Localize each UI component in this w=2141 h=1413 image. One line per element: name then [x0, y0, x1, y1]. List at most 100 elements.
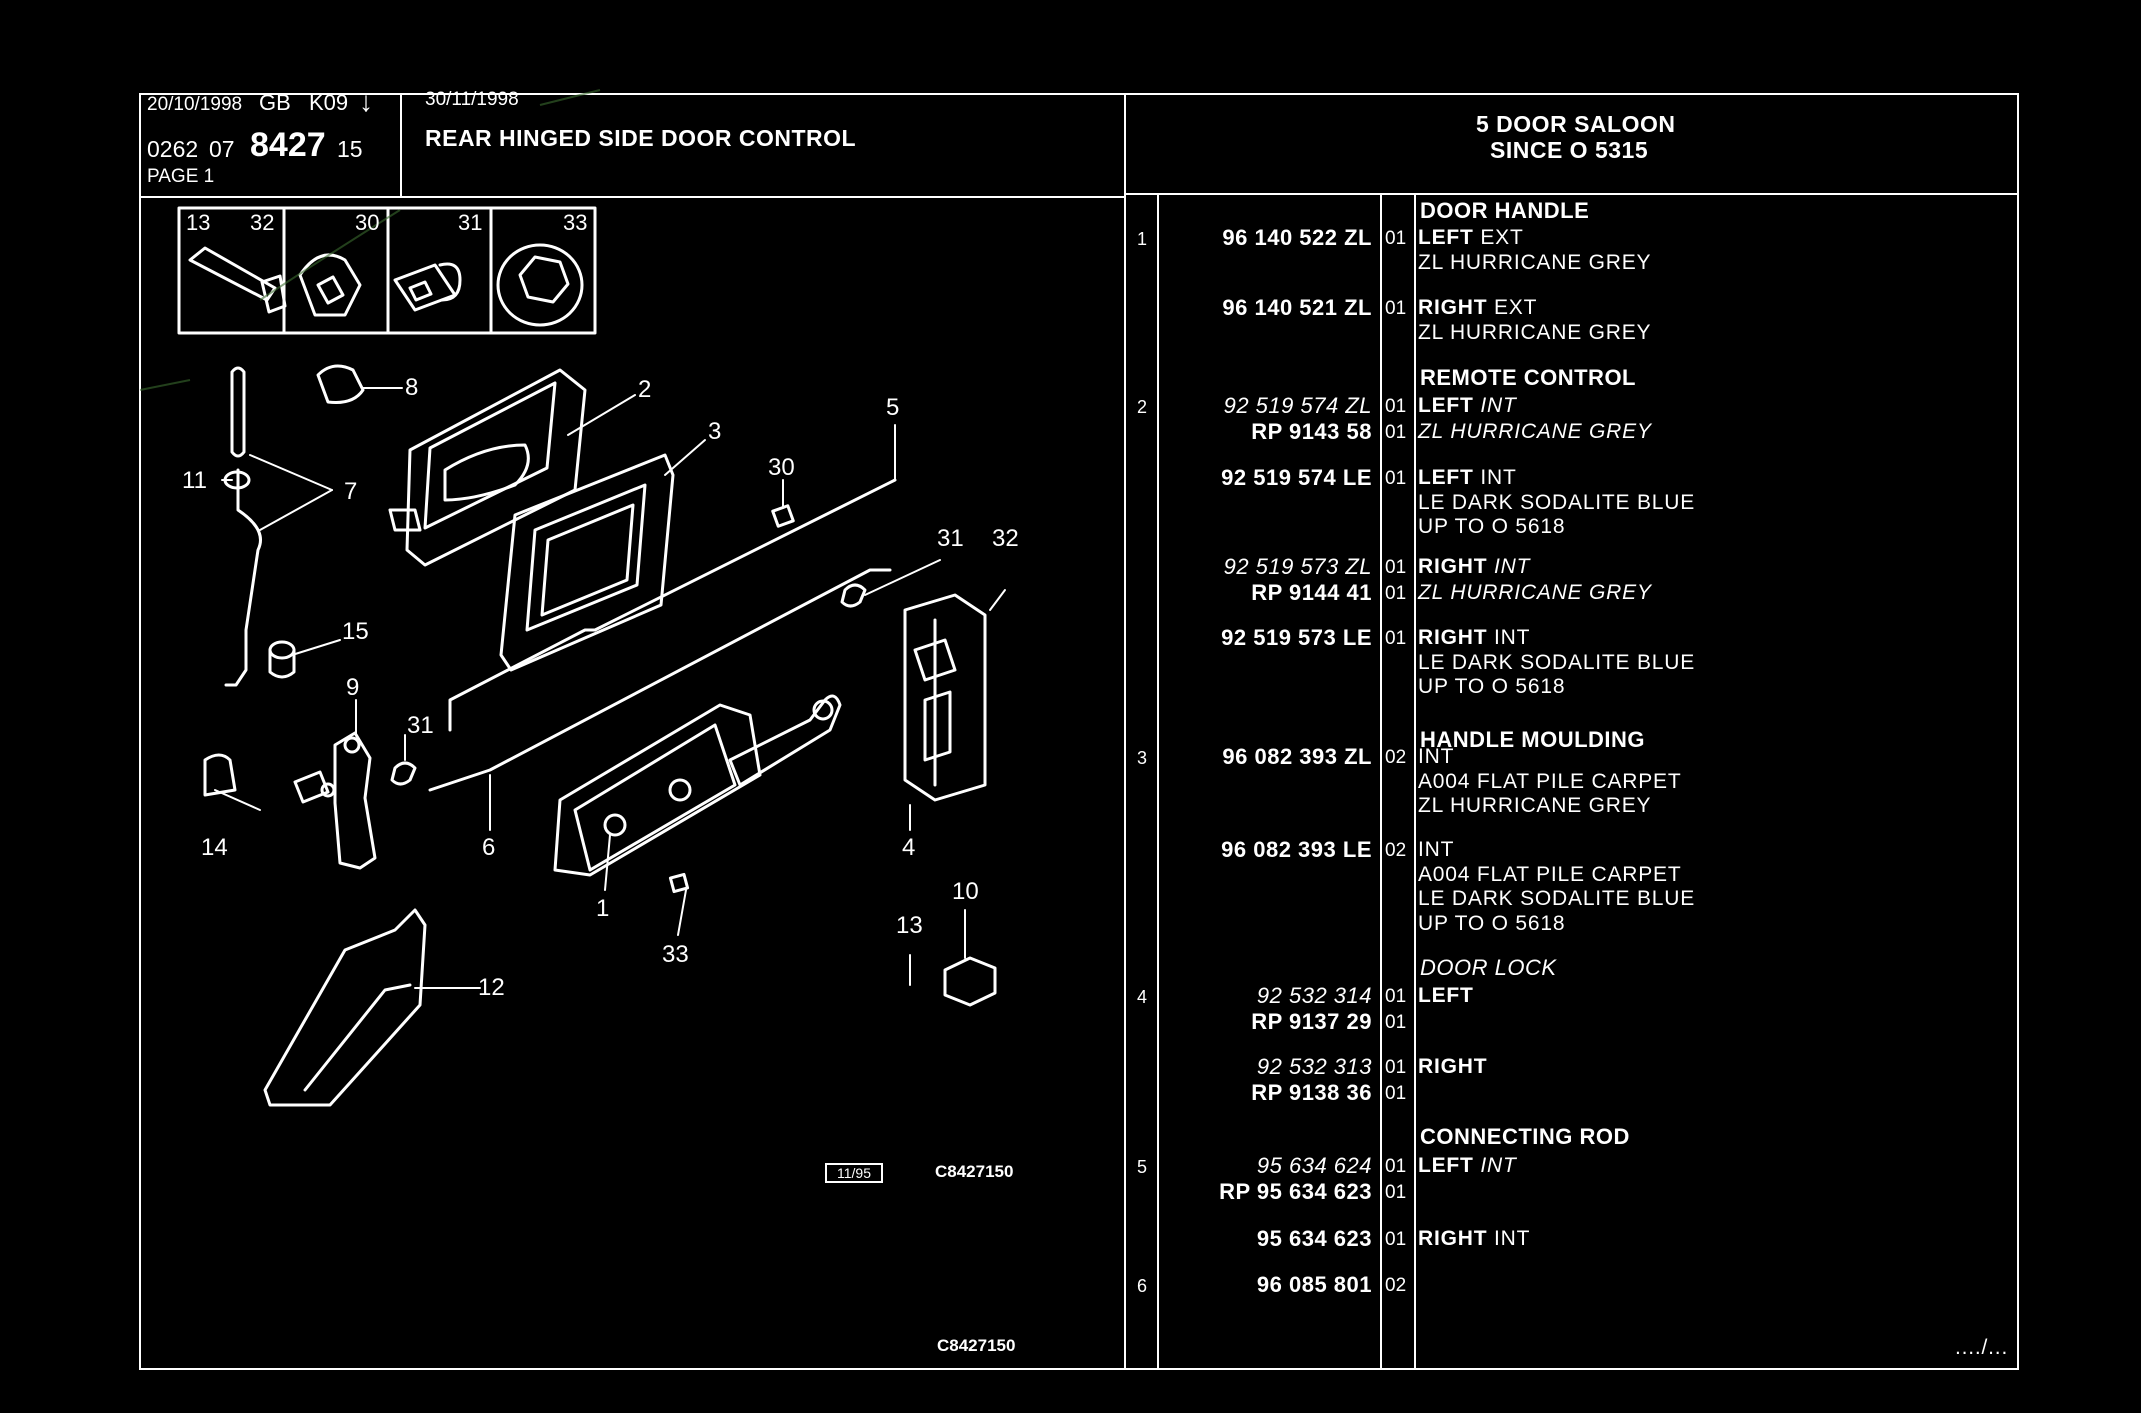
ref-number: 6	[1137, 1276, 1148, 1296]
part-description: UP TO O 5618	[1418, 515, 1566, 538]
ref-number: 2	[1137, 397, 1148, 417]
callout-32: 32	[992, 525, 1019, 552]
qty-column-right	[1414, 194, 1416, 1370]
rod-7-icon	[223, 366, 262, 687]
callout-6: 6	[482, 834, 496, 861]
nut-thumb-icon	[496, 243, 584, 327]
part-description: LE DARK SODALITE BLUE	[1418, 490, 1696, 514]
continuation-mark: ..../...	[1955, 1336, 2009, 1359]
center-divider	[1124, 93, 1126, 1370]
clip-thumb-icon	[298, 253, 362, 317]
part-description: INT	[1418, 745, 1455, 768]
part-number: 96 140 522 ZL	[1222, 225, 1372, 250]
part-description: LEFT INT	[1418, 394, 1517, 417]
ref-number: 1	[1137, 229, 1148, 249]
quantity: 02	[1385, 840, 1407, 861]
ref-number: 3	[1137, 748, 1148, 768]
quantity: 01	[1385, 1083, 1407, 1104]
part-description: UP TO O 5618	[1418, 911, 1566, 935]
part-number: 92 532 314	[1256, 983, 1372, 1008]
header-left-divider	[400, 93, 402, 197]
header-prefix2: 07	[209, 136, 235, 162]
header-date2: 30/11/1998	[425, 89, 519, 110]
quantity: 01	[1385, 1057, 1407, 1078]
callout-3: 3	[708, 418, 722, 445]
part-number: RP 9138 36	[1251, 1080, 1372, 1105]
quantity: 01	[1385, 628, 1407, 649]
part-description: ZL HURRICANE GREY	[1418, 320, 1652, 344]
quantity: 01	[1385, 1182, 1407, 1203]
handle-moulding-3-icon	[499, 453, 675, 672]
part-description: LEFT	[1418, 984, 1474, 1007]
quantity: 01	[1385, 396, 1407, 417]
rod-5-icon	[448, 478, 897, 732]
header-prefix1: 0262	[147, 136, 199, 162]
part-number: 92 519 573 LE	[1221, 625, 1372, 650]
rod-6-icon	[428, 568, 892, 792]
model-line-2: SINCE O 5315	[1490, 137, 1649, 163]
page-label: PAGE 1	[147, 166, 215, 187]
callout-12: 12	[478, 974, 505, 1001]
quantity: 01	[1385, 986, 1407, 1007]
part-number: 95 634 623	[1256, 1226, 1372, 1251]
header-country: GB	[259, 90, 291, 115]
part-description: RIGHT INT	[1418, 626, 1531, 649]
quantity: 01	[1385, 557, 1407, 578]
category-heading: REMOTE CONTROL	[1420, 365, 1636, 390]
bolt-thumb-icon	[188, 246, 287, 314]
door-handle-1-icon	[553, 694, 842, 877]
quantity: 01	[1385, 1156, 1407, 1177]
part-description: LE DARK SODALITE BLUE	[1418, 650, 1696, 674]
part-number: 92 519 573 ZL	[1223, 554, 1372, 579]
callout-8: 8	[405, 374, 419, 401]
header-divider-right	[1124, 193, 2019, 195]
part-number: RP 9137 29	[1251, 1009, 1372, 1034]
scan-artifact-marks	[139, 89, 601, 391]
part-description: INT	[1418, 838, 1455, 861]
part-number: 95 634 624	[1256, 1153, 1372, 1178]
callout-30: 30	[768, 454, 795, 481]
part-number: 96 082 393 LE	[1221, 837, 1372, 862]
clip-30-icon	[771, 504, 795, 528]
quantity: 01	[1385, 1012, 1407, 1033]
part-description: A004 FLAT PILE CARPET	[1418, 862, 1682, 886]
callout-4: 4	[902, 834, 916, 861]
door-lock-4-icon	[903, 593, 987, 802]
part-number: RP 9144 41	[1251, 580, 1372, 605]
part-description: RIGHT INT	[1418, 555, 1531, 578]
clip-31-lower-icon	[390, 761, 417, 786]
cover-12-icon	[263, 908, 427, 1107]
door-handle-2-icon	[388, 368, 587, 567]
callout-33: 33	[662, 941, 689, 968]
clip-10-icon	[943, 956, 997, 1007]
category-heading: HANDLE MOULDING	[1420, 727, 1646, 752]
thumb-label-31: 31	[458, 210, 483, 235]
quantity: 01	[1385, 298, 1407, 319]
page-title: REAR HINGED SIDE DOOR CONTROL	[425, 125, 857, 151]
part-number: RP 9143 58	[1251, 419, 1372, 444]
part-description: LE DARK SODALITE BLUE	[1418, 887, 1696, 910]
part-description: RIGHT EXT	[1418, 296, 1538, 319]
quantity: 02	[1385, 1275, 1407, 1296]
date-stamp: 11/95	[825, 1163, 883, 1183]
part-description: LEFT INT	[1418, 1154, 1517, 1177]
callout-11: 11	[182, 467, 207, 494]
page-frame	[139, 93, 2019, 1370]
part-number: 96 082 393 ZL	[1222, 744, 1372, 769]
part-number: 92 519 574 ZL	[1223, 393, 1372, 418]
quantity: 01	[1385, 422, 1407, 443]
part-description: LEFT EXT	[1418, 226, 1524, 249]
header-suffix: 15	[337, 136, 363, 162]
ref-number: 5	[1137, 1157, 1148, 1177]
quantity: 01	[1385, 583, 1407, 604]
category-heading: DOOR LOCK	[1420, 955, 1557, 980]
part-description: ZL HURRICANE GREY	[1418, 250, 1652, 274]
quantity: 02	[1385, 747, 1407, 768]
callout-10: 10	[952, 878, 979, 905]
thumb-label-13: 13	[186, 210, 211, 235]
callout-15: 15	[342, 618, 369, 645]
part-number: RP 95 634 623	[1219, 1179, 1372, 1204]
part-number: 92 519 574 LE	[1221, 465, 1372, 490]
ref-number: 4	[1137, 987, 1148, 1007]
part-description: ZL HURRICANE GREY	[1418, 581, 1652, 604]
